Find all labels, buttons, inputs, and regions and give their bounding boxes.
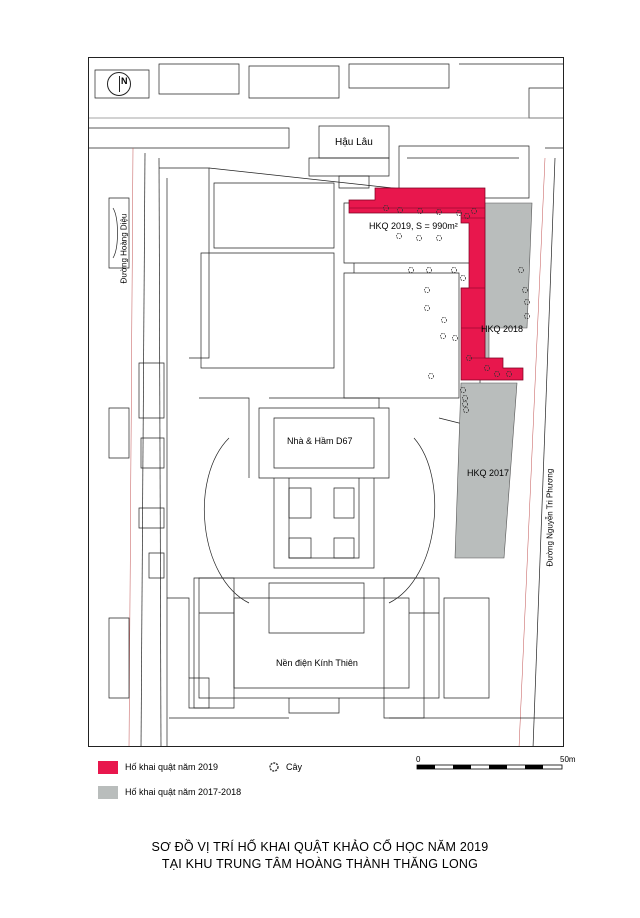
scale-bar: 0 50m <box>414 755 580 775</box>
tree-marker <box>521 286 528 293</box>
top-block <box>528 87 563 119</box>
tree-marker <box>427 372 434 379</box>
tree-marker <box>461 400 468 407</box>
tree-marker <box>439 332 446 339</box>
tree-marker <box>483 364 490 371</box>
tree-marker <box>395 232 402 239</box>
tree-marker <box>470 207 477 214</box>
scale-end-label: 50m <box>560 755 576 764</box>
tree-marker <box>462 406 469 413</box>
top-block <box>348 63 450 89</box>
legend-item-2019: Hố khai quật năm 2019 <box>98 760 218 774</box>
d67-building <box>258 407 390 479</box>
tree-marker <box>435 208 442 215</box>
hkq-2019-label: HKQ 2019, S = 990m² <box>369 221 458 231</box>
tree-marker <box>382 204 389 211</box>
legend-item-tree: Cây <box>268 761 302 773</box>
kinh-thien-label: Nền điện Kính Thiên <box>276 658 358 668</box>
tree-marker <box>416 207 423 214</box>
tree-marker <box>415 234 422 241</box>
site-plan-drawing <box>89 63 563 746</box>
hoang-dieu-road-label: Đường Hoàng Diệu <box>119 213 129 284</box>
top-block <box>248 65 340 99</box>
tree-marker <box>407 266 414 273</box>
tree-marker <box>396 206 403 213</box>
courtyard-block <box>200 252 335 369</box>
top-block <box>94 69 150 99</box>
hau-lau-label: Hậu Lâu <box>335 137 373 148</box>
tree-marker <box>461 394 468 401</box>
tree-icon <box>269 762 279 772</box>
tree-marker <box>459 274 466 281</box>
tree-marker <box>423 304 430 311</box>
nguyen-tri-phuong-road-label: Đường Nguyễn Tri Phương <box>545 468 555 567</box>
north-arrow: N <box>107 72 131 96</box>
kinh-thien-foundation <box>198 577 440 699</box>
legend-item-2017-2018: Hố khai quật năm 2017-2018 <box>98 785 241 799</box>
tree-marker <box>517 266 524 273</box>
tree-marker <box>493 370 500 377</box>
tree-marker <box>505 370 512 377</box>
tree-marker <box>465 354 472 361</box>
map-title-line-2: TẠI KHU TRUNG TÂM HOÀNG THÀNH THĂNG LONG <box>161 857 479 871</box>
scale-bar-graphic <box>416 764 563 770</box>
hkq-2017-label: HKQ 2017 <box>467 468 510 478</box>
courtyard-block <box>213 182 335 249</box>
tree-markers <box>382 204 530 413</box>
hkq-2018-label: HKQ 2018 <box>481 324 524 334</box>
tree-marker <box>523 298 530 305</box>
map-title-line-1: SƠ ĐỒ VỊ TRÍ HỐ KHAI QUẬT KHẢO CỔ HỌC NĂ… <box>151 840 489 854</box>
tree-marker <box>425 266 432 273</box>
legend-label-2017-2018: Hố khai quật năm 2017-2018 <box>125 787 242 797</box>
legend-label-tree: Cây <box>286 762 303 772</box>
north-label: N <box>121 76 128 86</box>
hkq-2018-pit <box>484 202 533 369</box>
legend-swatch-2019 <box>98 760 118 774</box>
scale-start-label: 0 <box>416 755 421 764</box>
hkq-2017-pit <box>454 382 518 559</box>
legend-label-2019: Hố khai quật năm 2019 <box>125 762 219 772</box>
site-plan-map: N Hậu Lâu Đường Hoàng Diệu Đường Nguyễn … <box>88 57 564 747</box>
tree-marker <box>451 334 458 341</box>
tree-marker <box>435 234 442 241</box>
tree-marker <box>423 286 430 293</box>
tree-marker <box>455 209 462 216</box>
d67-building-label: Nhà & Hầm D67 <box>287 436 353 446</box>
tree-marker <box>459 386 466 393</box>
tree-marker <box>440 316 447 323</box>
tree-marker <box>463 212 470 219</box>
tree-marker <box>450 266 457 273</box>
legend-swatch-2017-2018 <box>98 785 118 799</box>
map-title: SƠ ĐỒ VỊ TRÍ HỐ KHAI QUẬT KHẢO CỔ HỌC NĂ… <box>0 839 640 873</box>
top-block <box>158 63 240 95</box>
tree-marker <box>523 312 530 319</box>
